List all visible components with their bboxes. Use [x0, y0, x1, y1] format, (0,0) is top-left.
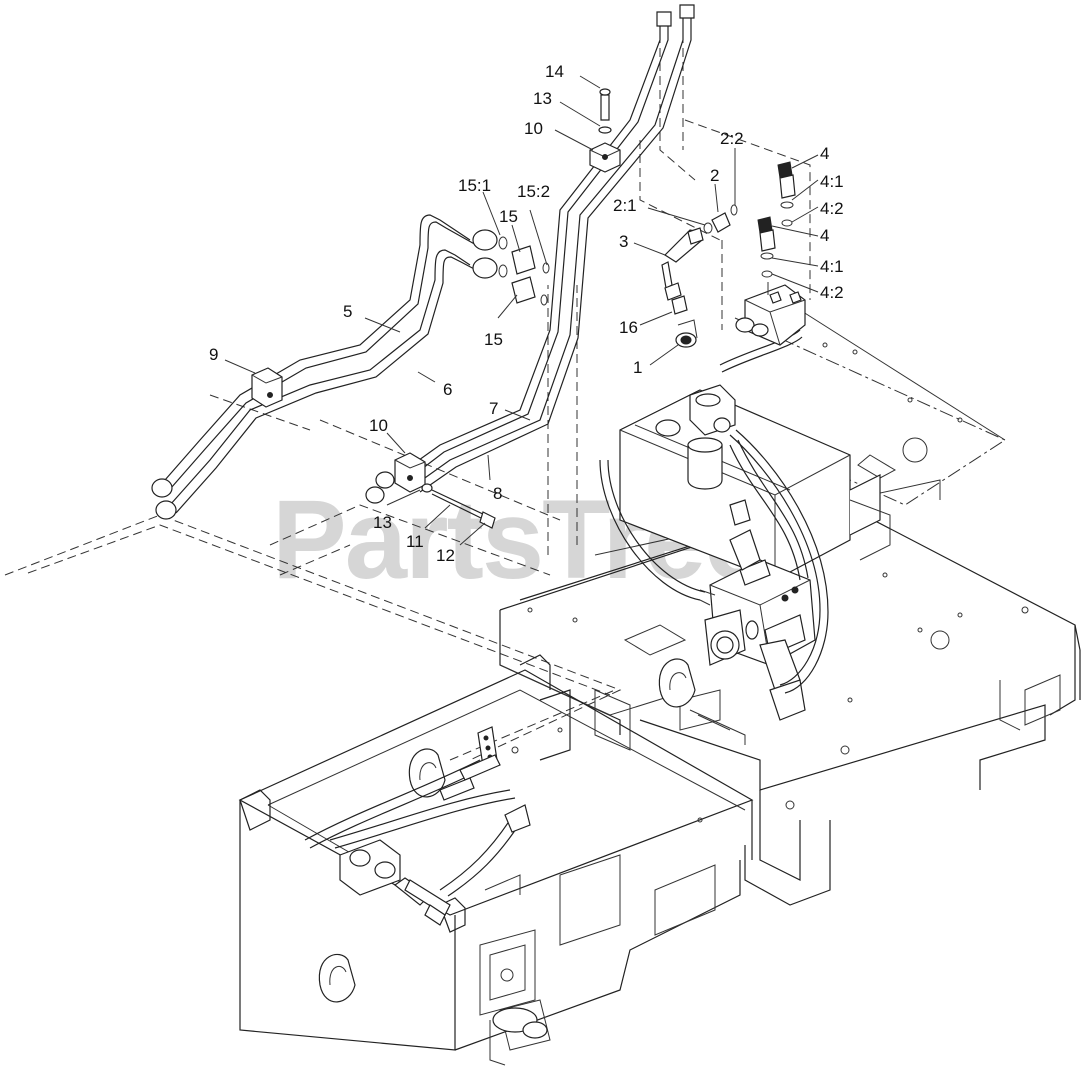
tube-5-6	[151, 214, 498, 520]
pump-hoses	[599, 329, 829, 694]
callout-1: 1	[633, 358, 642, 377]
tube-7-8	[404, 4, 695, 493]
callout-2-2: 2:2	[720, 129, 744, 148]
callout-labels: 14 13 10 15:1 15 15:2 15 5 9 6 7 10 8 13…	[209, 62, 844, 565]
hydraulic-tank	[619, 389, 891, 581]
callout-13-upper: 13	[533, 89, 552, 108]
callout-4-upper: 4	[820, 144, 829, 163]
callout-10-upper: 10	[524, 119, 543, 138]
callout-3: 3	[619, 232, 628, 251]
callout-12: 12	[436, 546, 455, 565]
callout-15-lower: 15	[484, 330, 503, 349]
callout-10-lower: 10	[369, 416, 388, 435]
callout-2-1: 2:1	[613, 196, 637, 215]
callout-16: 16	[619, 318, 638, 337]
fitting-group	[661, 204, 738, 348]
clamp-10-upper	[589, 88, 621, 173]
callout-4-2-upper: 4:2	[820, 199, 844, 218]
callout-15-1: 15:1	[458, 176, 491, 195]
frame-outline-dashed	[4, 20, 811, 761]
front-box-frame	[238, 654, 754, 1066]
clamp-9	[251, 367, 283, 408]
callout-4-lower: 4	[820, 226, 829, 245]
control-valve	[735, 284, 806, 346]
callout-2: 2	[710, 166, 719, 185]
callout-4-2-lower: 4:2	[820, 283, 844, 302]
pump-assembly	[699, 499, 816, 721]
leader-lines	[224, 75, 819, 546]
callout-5: 5	[343, 302, 352, 321]
lower-hoses	[304, 754, 531, 926]
callout-14: 14	[545, 62, 564, 81]
callout-6: 6	[443, 380, 452, 399]
filter-head	[687, 384, 736, 490]
callout-11: 11	[406, 532, 424, 551]
callout-13-lower: 13	[373, 513, 392, 532]
callout-9: 9	[209, 345, 218, 364]
callout-15-2: 15:2	[517, 182, 550, 201]
callout-4-1-lower: 4:1	[820, 257, 844, 276]
callout-8: 8	[493, 484, 502, 503]
clamp-10-lower	[365, 452, 496, 529]
callout-15-upper: 15	[499, 207, 518, 226]
part-4-caps	[757, 161, 796, 295]
callout-7: 7	[489, 399, 498, 418]
callout-4-1-upper: 4:1	[820, 172, 844, 191]
